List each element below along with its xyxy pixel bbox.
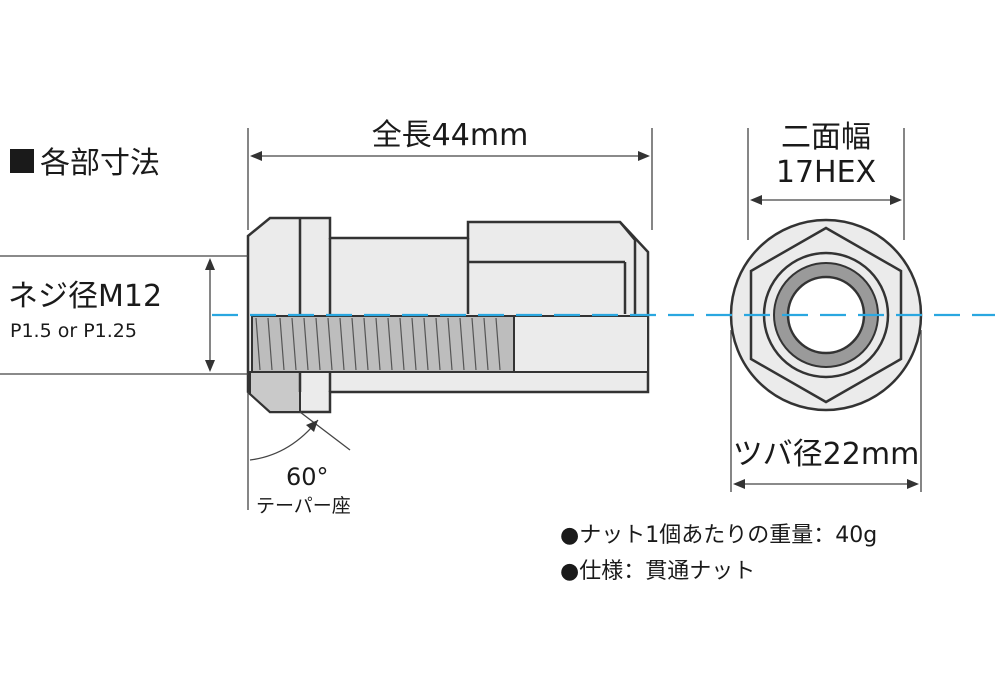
threaded-bore: [251, 315, 515, 373]
thread-teeth: [255, 317, 501, 371]
width-across-flats-label-line2: 17HEX: [776, 155, 876, 190]
thread-pitch-label: P1.5 or P1.25: [10, 320, 137, 342]
note-weight: ●ナット1個あたりの重量：40g: [560, 523, 877, 548]
side-view: 全長44mm ネジ径M12 P1.5 or P1.25 60° テーパー座: [0, 118, 653, 517]
overall-length-label: 全長44mm: [372, 118, 529, 153]
front-view: 二面幅 17HEX ツバ径22mm: [729, 120, 923, 492]
section-title: 各部寸法: [40, 146, 160, 181]
note-spec: ●仕様：貫通ナット: [560, 559, 755, 584]
thread-size-label: ネジ径M12: [8, 279, 162, 314]
taper-seat-label: テーパー座: [256, 495, 351, 517]
flange-diameter-label: ツバ径22mm: [733, 437, 920, 472]
taper-angle-label: 60°: [286, 463, 329, 491]
width-across-flats-label-line1: 二面幅: [781, 120, 871, 155]
section-marker-square: [10, 149, 34, 173]
taper-seat: [249, 371, 301, 413]
